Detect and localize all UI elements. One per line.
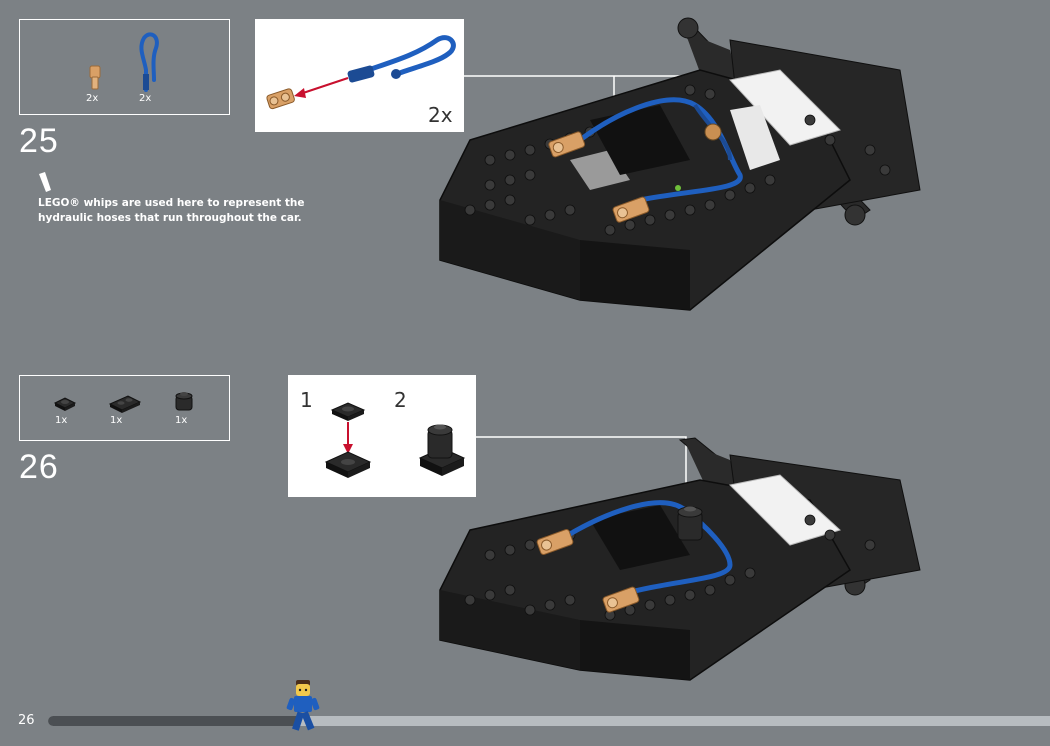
step26-callout-illustration: [324, 402, 466, 478]
step25-car-model: [439, 17, 921, 311]
black-round-brick-part-icon: [175, 392, 193, 411]
step26-part-qty-3: 1x: [175, 415, 188, 426]
note-pointer-icon: [39, 172, 51, 192]
step25-callout-qty: 2x: [428, 103, 453, 127]
step26-parts-list: [19, 375, 230, 441]
step25-note: LEGO® whips are used here to represent t…: [38, 197, 305, 224]
black-plate-1x2-part-icon: [108, 395, 142, 413]
step25-parts-list: [19, 19, 230, 115]
step26-part-qty-1: 1x: [55, 415, 68, 426]
step25-part-qty-1: 2x: [86, 93, 99, 104]
progress-bar-fill: [48, 716, 299, 726]
step26-substep-2: 2: [394, 388, 407, 412]
hose-callout-illustration: [266, 35, 456, 110]
progress-bar: [48, 716, 1050, 726]
black-round-plate-part-icon: [53, 397, 77, 411]
step26-substep-1: 1: [300, 388, 313, 412]
connector-peg-part-icon: [89, 65, 101, 90]
step26-car-model: [439, 437, 921, 681]
step25-part-qty-2: 2x: [139, 93, 152, 104]
minifigure-icon: [286, 680, 320, 731]
step26-part-qty-2: 1x: [110, 415, 123, 426]
blue-whip-part-icon: [139, 32, 159, 92]
step26-number: 26: [19, 448, 59, 486]
step25-number: 25: [19, 122, 59, 160]
page-number: 26: [18, 713, 35, 728]
